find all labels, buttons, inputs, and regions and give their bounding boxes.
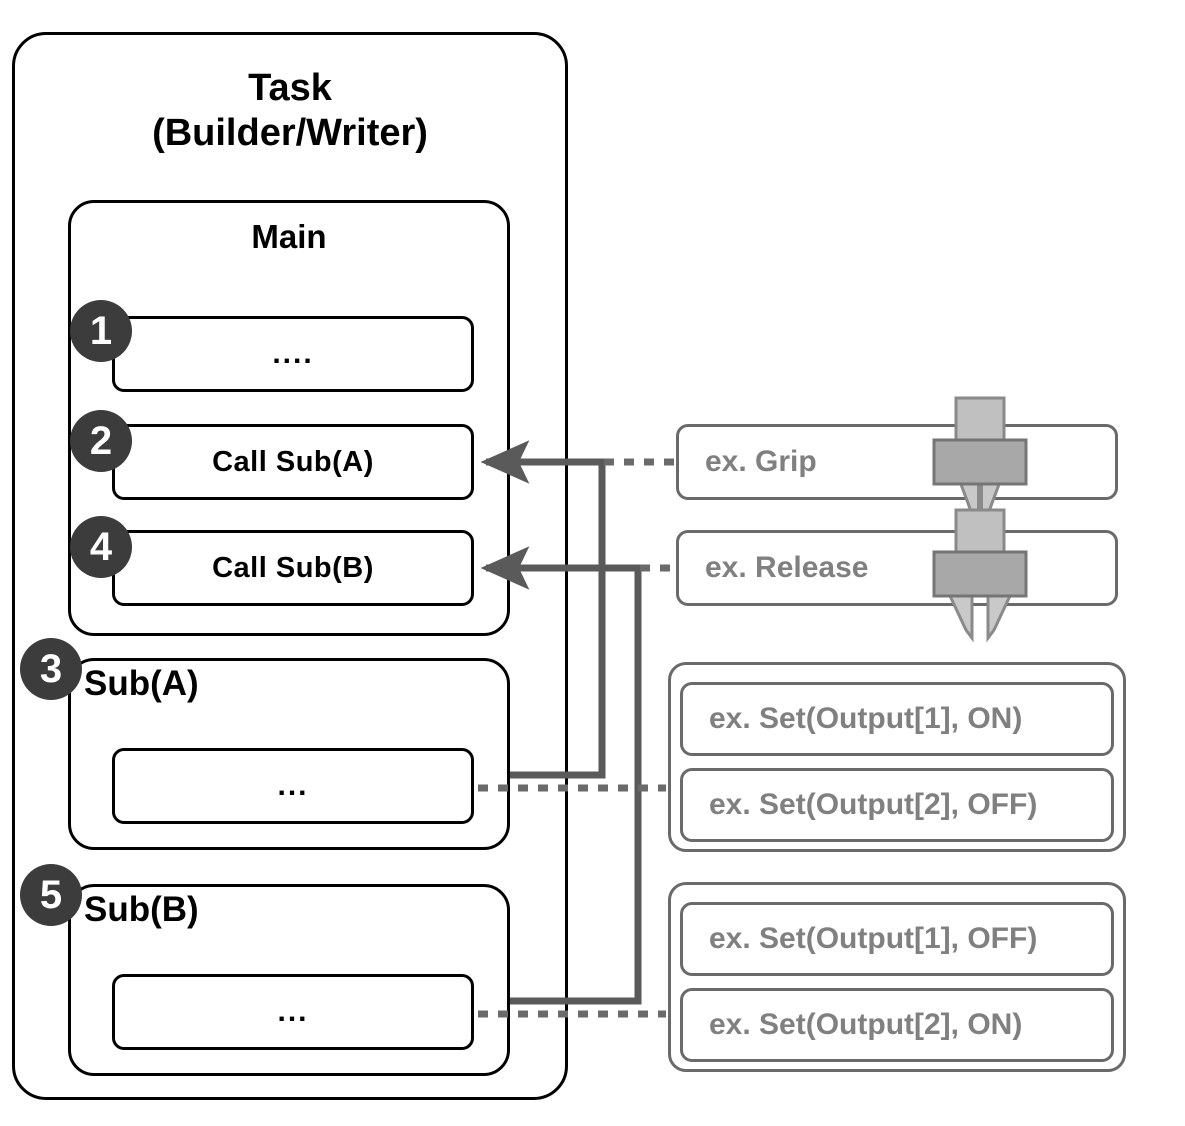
- step-badge-5: 5: [20, 864, 82, 926]
- main-statement-call-sub-a[interactable]: Call Sub(A): [112, 424, 474, 500]
- step-badge-1: 1: [70, 300, 132, 362]
- example-card-set-output-2-off-label: ex. Set(Output[2], OFF): [709, 788, 1038, 821]
- example-card-grip[interactable]: ex. Grip: [676, 424, 1118, 500]
- example-card-set-output-1-on-label: ex. Set(Output[1], ON): [709, 702, 1023, 735]
- main-statement-1[interactable]: ....: [112, 316, 474, 392]
- main-title: Main: [251, 218, 327, 255]
- main-statement-1-label: ....: [272, 337, 314, 370]
- example-card-set-output-2-off[interactable]: ex. Set(Output[2], OFF): [680, 768, 1114, 842]
- example-card-release[interactable]: ex. Release: [676, 530, 1118, 606]
- example-card-set-output-2-on-label: ex. Set(Output[2], ON): [709, 1008, 1023, 1041]
- example-card-set-output-1-off-label: ex. Set(Output[1], OFF): [709, 922, 1038, 955]
- sub-a-body-statement[interactable]: ...: [112, 748, 474, 824]
- step-badge-3: 3: [20, 638, 82, 700]
- main-statement-2-label: Call Sub(A): [212, 445, 374, 478]
- example-card-set-output-1-off[interactable]: ex. Set(Output[1], OFF): [680, 902, 1114, 976]
- main-statement-4-label: Call Sub(B): [212, 551, 374, 584]
- example-card-set-output-1-on[interactable]: ex. Set(Output[1], ON): [680, 682, 1114, 756]
- example-card-grip-label: ex. Grip: [705, 445, 817, 478]
- step-badge-2: 2: [70, 410, 132, 472]
- sub-b-body-label: ...: [277, 995, 309, 1028]
- sub-b-body-statement[interactable]: ...: [112, 974, 474, 1050]
- sub-b-label: Sub(B): [84, 890, 199, 929]
- sub-a-label: Sub(A): [84, 664, 199, 703]
- example-card-set-output-2-on[interactable]: ex. Set(Output[2], ON): [680, 988, 1114, 1062]
- task-title: Task (Builder/Writer): [152, 67, 428, 154]
- step-badge-4: 4: [70, 516, 132, 578]
- sub-a-body-label: ...: [277, 769, 309, 802]
- example-card-release-label: ex. Release: [705, 551, 869, 584]
- main-statement-call-sub-b[interactable]: Call Sub(B): [112, 530, 474, 606]
